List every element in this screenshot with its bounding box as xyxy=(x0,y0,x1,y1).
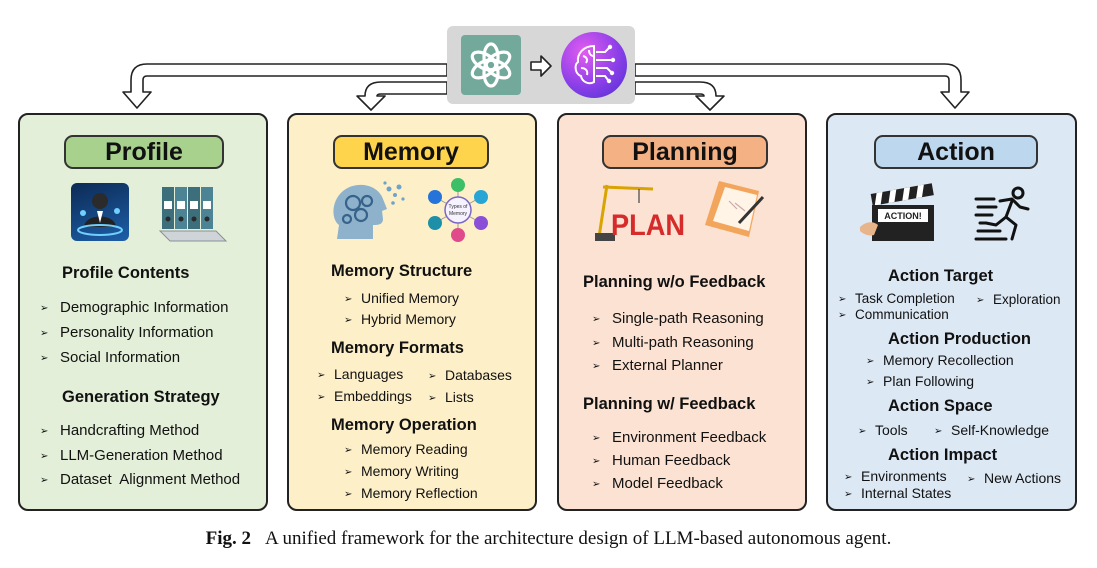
list-item: ➢Hybrid Memory xyxy=(344,311,456,327)
list-item: ➢Memory Reflection xyxy=(344,485,478,501)
action-target-heading: Action Target xyxy=(888,267,994,285)
memory-structure-heading: Memory Structure xyxy=(331,262,473,280)
list-item: ➢LLM-Generation Method xyxy=(40,447,223,464)
memory-title: Memory xyxy=(333,135,489,169)
arrow-to-planning xyxy=(634,81,725,111)
llm-core-box xyxy=(447,26,635,104)
list-item: ➢Multi-path Reasoning xyxy=(592,334,754,351)
list-item: ➢Environments xyxy=(844,468,947,484)
profile-title: Profile xyxy=(64,135,224,169)
list-item: ➢Languages xyxy=(317,366,404,382)
profile-contents-heading: Profile Contents xyxy=(62,264,190,282)
list-item: ➢Demographic Information xyxy=(40,299,229,316)
generation-strategy-heading: Generation Strategy xyxy=(62,388,220,406)
planning-module: Planning PLAN Planning w/o Feedback ➢Sin… xyxy=(557,113,807,511)
list-item: ➢Model Feedback xyxy=(592,475,723,492)
list-item: ➢Tools xyxy=(858,422,908,438)
types-of-memory-icon: Types of Memory xyxy=(425,177,491,243)
svg-text:Memory: Memory xyxy=(449,211,468,217)
running-person-icon xyxy=(974,185,1038,243)
list-item: ➢Exploration xyxy=(976,292,1061,307)
memory-module: Memory Types of Memory Memory Structure … xyxy=(287,113,537,511)
memory-operation-heading: Memory Operation xyxy=(331,416,477,434)
list-item: ➢Social Information xyxy=(40,349,181,366)
plan-crane-icon: PLAN xyxy=(593,177,689,243)
binder-files-icon xyxy=(156,181,228,243)
list-item: ➢New Actions xyxy=(967,470,1062,486)
arrow-to-profile xyxy=(122,63,448,109)
arrow-to-memory xyxy=(356,81,448,111)
types-of-memory-label: Types of xyxy=(449,204,469,210)
list-item: ➢Human Feedback xyxy=(592,452,731,469)
figure-caption: Fig. 2 A unified framework for the archit… xyxy=(0,528,1097,550)
list-item: ➢Unified Memory xyxy=(344,290,460,306)
user-data-icon xyxy=(71,183,129,241)
clapper-word: ACTION! xyxy=(884,211,922,221)
action-title: Action xyxy=(874,135,1038,169)
list-item: ➢Lists xyxy=(428,389,474,405)
action-production-heading: Action Production xyxy=(888,330,1031,348)
list-item: ➢Environment Feedback xyxy=(592,429,767,446)
openai-logo-icon xyxy=(461,35,521,95)
memory-formats-heading: Memory Formats xyxy=(331,339,464,357)
brain-icon xyxy=(561,32,627,98)
list-item: ➢Communication xyxy=(838,307,949,322)
list-item: ➢Memory Reading xyxy=(344,441,468,457)
action-impact-heading: Action Impact xyxy=(888,446,998,464)
list-item: ➢Databases xyxy=(428,367,512,383)
arrow-to-action xyxy=(634,63,970,109)
list-item: ➢Single-path Reasoning xyxy=(592,310,764,327)
list-item: ➢Memory Writing xyxy=(344,463,459,479)
list-item: ➢Self-Knowledge xyxy=(934,422,1050,438)
action-space-heading: Action Space xyxy=(888,397,993,415)
list-item: ➢Internal States xyxy=(844,485,952,501)
figure-label: Fig. 2 xyxy=(205,528,252,549)
clapperboard-icon: ACTION! xyxy=(860,181,942,245)
caption-text: A unified framework for the architecture… xyxy=(265,528,892,549)
list-item: ➢Embeddings xyxy=(317,388,412,404)
planning-with-feedback-heading: Planning w/ Feedback xyxy=(583,395,756,413)
arrow-right-icon xyxy=(530,55,552,77)
planning-title: Planning xyxy=(602,135,768,169)
list-item: ➢Personality Information xyxy=(40,324,214,341)
list-item: ➢Task Completion xyxy=(838,291,955,306)
connector-arrows xyxy=(122,63,970,111)
list-item: ➢Dataset Alignment Method xyxy=(40,471,241,488)
list-item: ➢Memory Recollection xyxy=(866,352,1014,368)
action-module: Action ACTION! Action Target ➢Task Compl… xyxy=(826,113,1077,511)
list-item: ➢External Planner xyxy=(592,357,723,374)
planning-without-feedback-heading: Planning w/o Feedback xyxy=(583,273,766,291)
head-gears-icon xyxy=(327,179,409,245)
paper-pencil-icon xyxy=(699,179,769,241)
profile-module: Profile Profile Contents ➢Demographic In… xyxy=(18,113,268,511)
list-item: ➢Handcrafting Method xyxy=(40,422,200,439)
list-item: ➢Plan Following xyxy=(866,373,975,389)
plan-word: PLAN xyxy=(611,209,685,242)
